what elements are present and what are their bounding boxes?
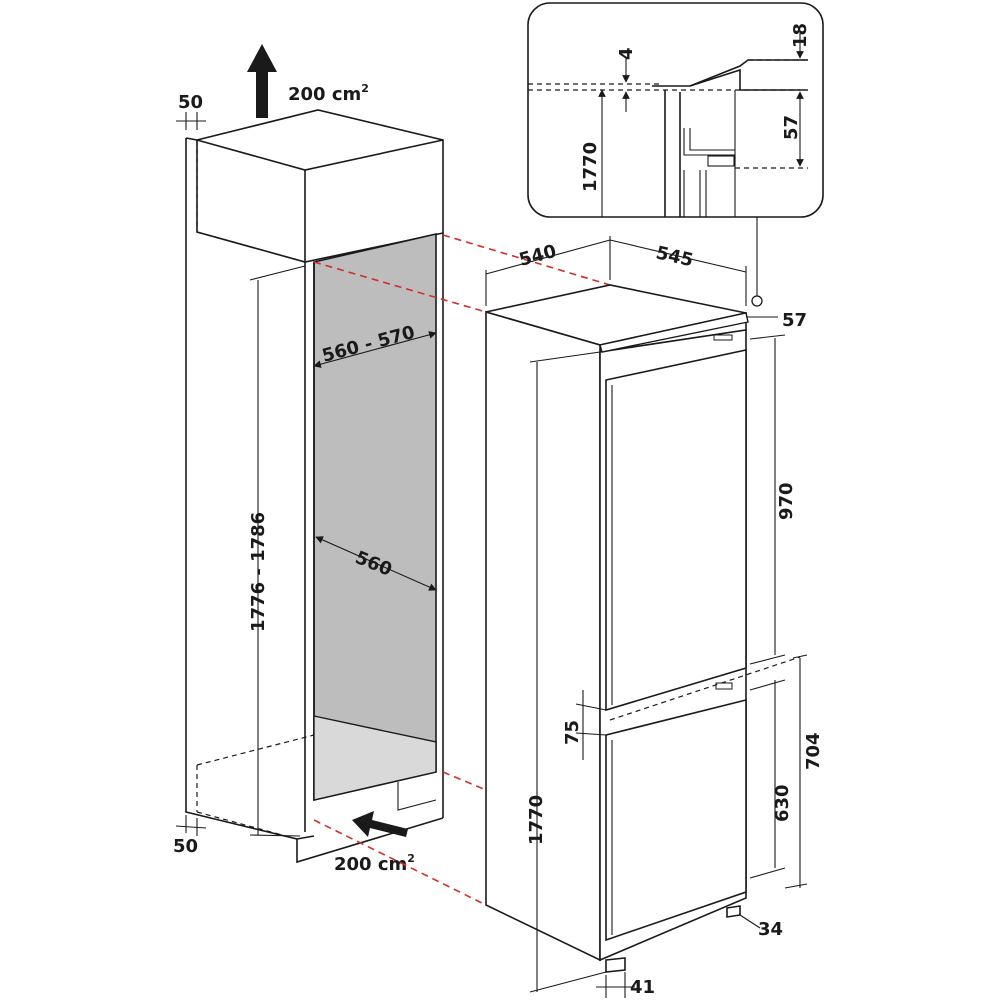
dim-appliance-depth-label: 545 (654, 242, 695, 271)
dim-top-gap-label: 57 (782, 310, 807, 331)
airflow-bottom-label: 200 cm2 (334, 852, 415, 875)
dim-niche-width (313, 331, 437, 368)
dim-niche-height-label: 1776 - 1786 (248, 512, 269, 632)
dim-bottom-offset (175, 815, 207, 836)
dim-appliance-width (485, 236, 611, 306)
dim-appliance-height (529, 351, 607, 993)
dim-lower-door-label: 630 (772, 784, 793, 822)
dim-foot-right-label: 34 (758, 919, 783, 940)
airflow-top-arrow (247, 44, 277, 118)
dim-lower-section-label: 704 (803, 732, 824, 770)
detail-callout (527, 2, 824, 307)
dim-top-offset-label: 50 (178, 92, 203, 113)
detail-dim-18-label: 18 (790, 23, 811, 48)
dim-top-offset (176, 112, 206, 130)
dim-middle-gap-label: 75 (562, 720, 583, 745)
dim-upper-door (749, 334, 786, 665)
airflow-top-label: 200 cm2 (288, 82, 369, 105)
dim-appliance-depth (609, 239, 747, 306)
dim-foot-front (596, 972, 635, 998)
dim-niche-depth (315, 536, 437, 591)
dim-foot-front-label: 41 (630, 977, 655, 998)
dim-appliance-height-label: 1770 (526, 795, 547, 845)
dim-foot-right (739, 914, 761, 929)
alignment-lines (313, 234, 611, 906)
airflow-bottom-arrow (352, 811, 408, 837)
dim-upper-door-label: 970 (776, 482, 797, 520)
dim-niche-height (249, 265, 306, 837)
detail-dim-57-label: 57 (781, 115, 802, 140)
detail-dim-4-label: 4 (616, 47, 637, 60)
detail-dim-1770-label: 1770 (580, 142, 601, 192)
dim-middle-gap (575, 690, 607, 760)
appliance (485, 284, 749, 973)
dim-lower-door (749, 679, 786, 879)
dim-bottom-offset-label: 50 (173, 836, 198, 857)
dim-lower-section (784, 654, 808, 889)
middle-divider-line (609, 656, 801, 721)
cabinet (185, 109, 444, 864)
dim-appliance-width-label: 540 (517, 241, 559, 271)
